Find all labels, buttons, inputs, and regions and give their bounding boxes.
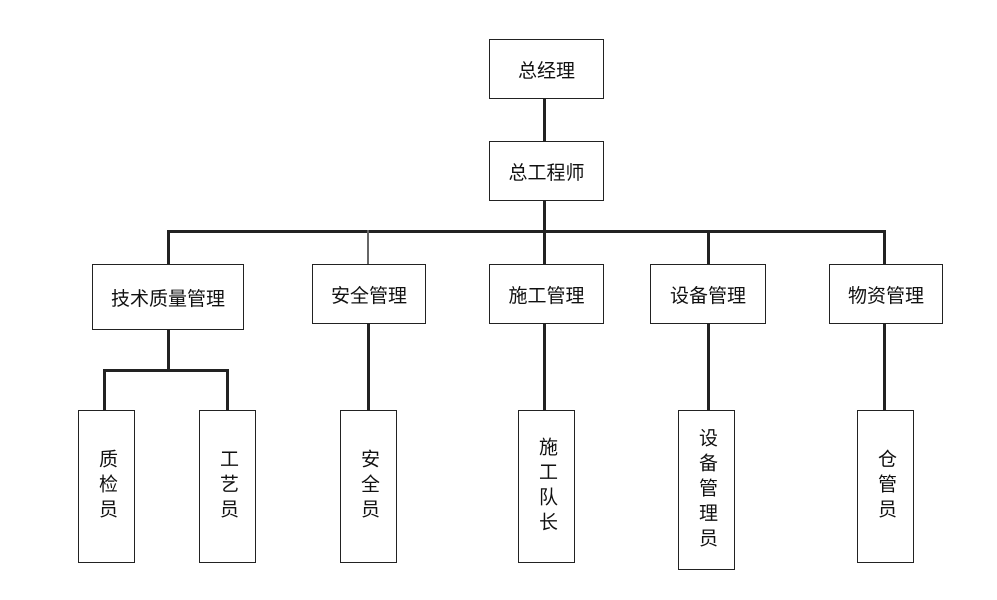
node-staff-technician-label: 工艺员 bbox=[217, 449, 239, 524]
node-dept-safety-label: 安全管理 bbox=[330, 284, 407, 307]
node-dept-materials: 物资管理 bbox=[829, 264, 943, 324]
node-dept-safety: 安全管理 bbox=[312, 264, 426, 324]
node-staff-safety-officer-label: 安全员 bbox=[358, 449, 380, 524]
node-staff-inspector-label: 质检员 bbox=[96, 449, 118, 524]
node-chief-engineer-label: 总工程师 bbox=[508, 161, 585, 184]
node-staff-equipment-admin: 设备管理员 bbox=[678, 410, 735, 570]
connector-dept1-down bbox=[167, 329, 170, 370]
connector-staff-5 bbox=[883, 322, 886, 411]
connector-dept1-horizontal bbox=[103, 369, 229, 372]
node-chief-engineer: 总工程师 bbox=[489, 141, 604, 201]
node-staff-warehouse-label: 仓管员 bbox=[875, 449, 897, 524]
node-staff-safety-officer: 安全员 bbox=[340, 410, 397, 563]
connector-staff-1a bbox=[103, 369, 106, 411]
connector-staff-4 bbox=[707, 322, 710, 411]
connector-horizontal bbox=[167, 230, 885, 233]
node-dept-construction: 施工管理 bbox=[489, 264, 604, 324]
node-staff-equipment-admin-label: 设备管理员 bbox=[696, 427, 718, 553]
node-general-manager-label: 总经理 bbox=[517, 59, 575, 82]
node-staff-foreman: 施工队长 bbox=[518, 410, 575, 563]
connector-staff-1b bbox=[226, 369, 229, 411]
node-dept-construction-label: 施工管理 bbox=[508, 284, 585, 307]
node-staff-technician: 工艺员 bbox=[199, 410, 256, 563]
node-staff-warehouse: 仓管员 bbox=[857, 410, 914, 563]
connector-second-down bbox=[543, 200, 546, 232]
node-dept-equipment-label: 设备管理 bbox=[669, 284, 746, 307]
node-dept-equipment: 设备管理 bbox=[650, 264, 766, 324]
node-staff-inspector: 质检员 bbox=[78, 410, 135, 563]
connector-top bbox=[543, 98, 546, 141]
connector-staff-3 bbox=[543, 322, 546, 411]
node-dept-tech-quality: 技术质量管理 bbox=[92, 264, 244, 330]
connector-dept-3 bbox=[543, 230, 546, 264]
node-dept-materials-label: 物资管理 bbox=[847, 284, 924, 307]
node-general-manager: 总经理 bbox=[489, 39, 604, 99]
node-staff-foreman-label: 施工队长 bbox=[536, 436, 558, 537]
node-dept-tech-quality-label: 技术质量管理 bbox=[110, 287, 225, 310]
connector-dept-4 bbox=[707, 230, 710, 264]
connector-dept-5 bbox=[883, 230, 886, 264]
connector-staff-2 bbox=[367, 322, 370, 411]
connector-dept-1 bbox=[167, 230, 170, 264]
connector-dept-2 bbox=[367, 230, 369, 264]
